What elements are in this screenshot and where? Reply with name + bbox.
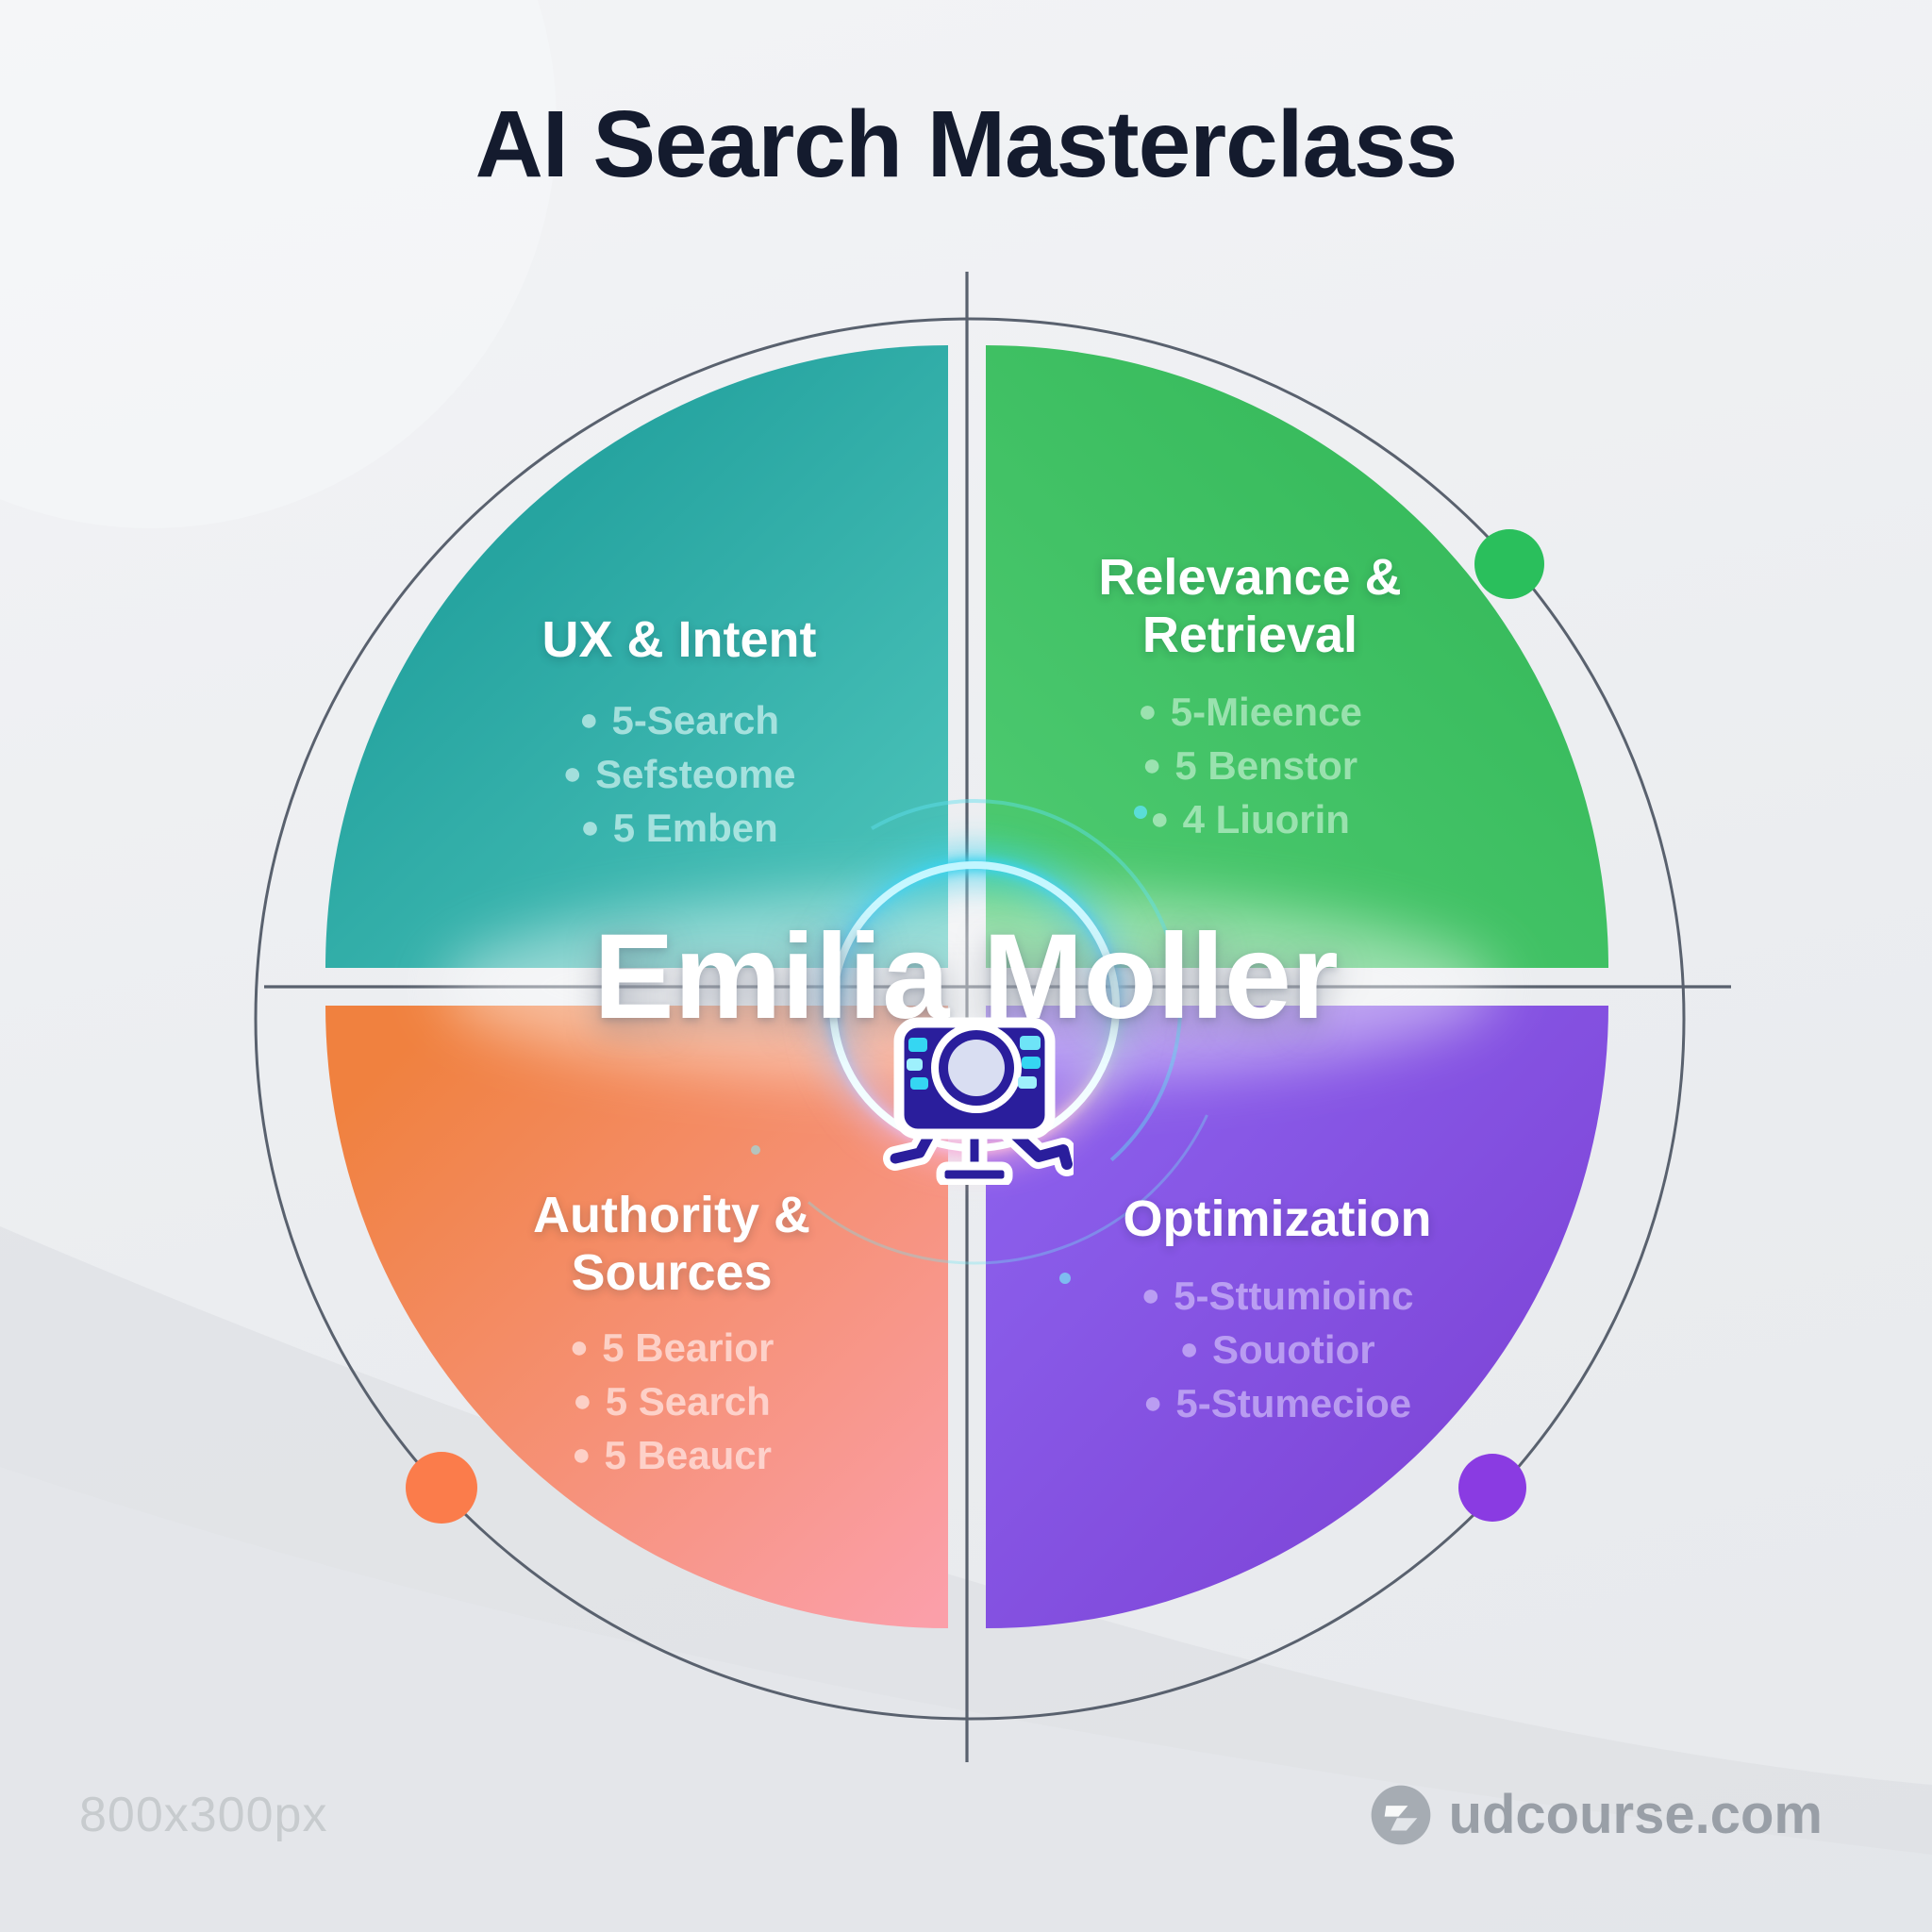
bullet-text: 5 Benstor bbox=[1174, 743, 1358, 789]
quadrant-authority-sources bbox=[325, 1006, 948, 1628]
quadrant-bullets-ux-intent: ● 5-Search ● Sefsteome ● 5 Emben bbox=[443, 701, 915, 848]
quadrant-marker-dot-purple bbox=[1458, 1454, 1526, 1522]
bullet-text: Souotior bbox=[1211, 1327, 1375, 1373]
quadrant-block-ux-intent: UX & Intent ● 5-Search ● Sefsteome ● 5 Embe… bbox=[443, 611, 915, 862]
bullet-dot-icon: ● bbox=[1142, 1385, 1163, 1422]
quadrant-heading-ux-intent: UX & Intent bbox=[541, 611, 817, 668]
bullet-dot-icon: ● bbox=[1141, 747, 1162, 784]
background-wave bbox=[0, 1467, 1932, 1932]
bullet-text: 5-Mieence bbox=[1170, 690, 1362, 735]
bullet-dot-icon: ● bbox=[580, 809, 600, 846]
bullet-item: ● Sefsteome bbox=[443, 755, 915, 794]
bullet-item: ● 5 Search bbox=[436, 1382, 908, 1422]
quadrant-block-optimization: Optimization ● 5-Sttumioinc ● Souotior ● 5-… bbox=[1041, 1191, 1513, 1438]
quadrant-marker-dot-green bbox=[1474, 529, 1544, 599]
outer-orbit-ring bbox=[254, 317, 1686, 1721]
watermark-text: 800x300px bbox=[79, 1788, 328, 1842]
brand-name: udcourse.com bbox=[1448, 1784, 1823, 1845]
search-monitor-icon bbox=[883, 1017, 1074, 1185]
bullet-dot-icon: ● bbox=[562, 756, 583, 792]
bullet-item: ● 5 Bearior bbox=[436, 1328, 908, 1368]
bullet-item: ● 5-Search bbox=[443, 701, 915, 741]
bullet-item: ● 5 Emben bbox=[443, 808, 915, 848]
quadrant-bullets-relevance-retrieval: ●5-Mieence ●5 Benstor ●4 Liuorin bbox=[1014, 692, 1486, 840]
quadrant-heading-authority-sources: Authority & Sources bbox=[533, 1187, 810, 1302]
bullet-text: 5 Beaucr bbox=[604, 1433, 772, 1478]
bullet-dot-icon: ● bbox=[572, 1437, 591, 1474]
quadrant-bullets-authority-sources: ● 5 Bearior ● 5 Search ● 5 Beaucr bbox=[436, 1328, 908, 1475]
quadrant-optimization bbox=[986, 1006, 1608, 1628]
bullet-item: ● 5-Stumecioe bbox=[1041, 1384, 1513, 1424]
bullet-dot-icon: ● bbox=[1150, 801, 1170, 838]
bullet-dot-icon: ● bbox=[1179, 1331, 1199, 1368]
bullet-item: ● 5 Beaucr bbox=[436, 1436, 908, 1475]
bullet-text: 5 Search bbox=[605, 1379, 771, 1424]
bullet-item: ● 5 Benstor bbox=[1014, 746, 1486, 786]
quadrant-heading-optimization: Optimization bbox=[1123, 1191, 1432, 1247]
bullet-item: ● Souotior bbox=[1041, 1330, 1513, 1370]
bullet-item: ● 5-Mieence bbox=[1014, 692, 1486, 732]
bullet-text: 4 Liuorin bbox=[1182, 797, 1350, 842]
bullet-item: ● 5-Sttumioinc bbox=[1041, 1276, 1513, 1316]
bullet-dot-icon: ● bbox=[569, 1329, 590, 1366]
quadrant-bullets-optimization: ● 5-Sttumioinc ● Souotior ● 5-Stumecioe bbox=[1041, 1276, 1513, 1424]
name-glow-band bbox=[441, 892, 1498, 1081]
quadrant-heading-relevance-retrieval: Relevance & Retrieval bbox=[1098, 549, 1402, 664]
bullet-text: Sefsteome bbox=[595, 752, 796, 797]
bullet-text: 5-Stumecioe bbox=[1175, 1381, 1412, 1426]
quadrant-block-relevance-retrieval: Relevance & Retrieval ●5-Mieence ●5 Bens… bbox=[1014, 549, 1486, 854]
bullet-dot-icon: ● bbox=[573, 1383, 592, 1420]
quadrant-ux-intent bbox=[325, 345, 948, 968]
background-highlight bbox=[0, 0, 557, 528]
page-title: AI Search Masterclass bbox=[475, 92, 1458, 197]
bullet-text: 5 Emben bbox=[612, 806, 778, 851]
bullet-text: 5-Search bbox=[611, 698, 779, 743]
bullet-text: 5-Sttumioinc bbox=[1174, 1274, 1414, 1319]
bullet-item: ● 4 Liuorin bbox=[1014, 800, 1486, 840]
bullet-dot-icon: ● bbox=[1141, 1277, 1161, 1314]
bullet-dot-icon: ● bbox=[1138, 693, 1158, 730]
quadrant-marker-dot-orange bbox=[406, 1452, 477, 1524]
bullet-text: 5 Bearior bbox=[602, 1325, 774, 1371]
brand-logo-icon bbox=[1371, 1785, 1430, 1844]
bullet-dot-icon: ● bbox=[579, 702, 599, 739]
quadrant-block-authority-sources: Authority & Sources ● 5 Bearior ● 5 Search… bbox=[436, 1187, 908, 1490]
footer-brand: udcourse.com bbox=[1370, 1783, 1823, 1846]
